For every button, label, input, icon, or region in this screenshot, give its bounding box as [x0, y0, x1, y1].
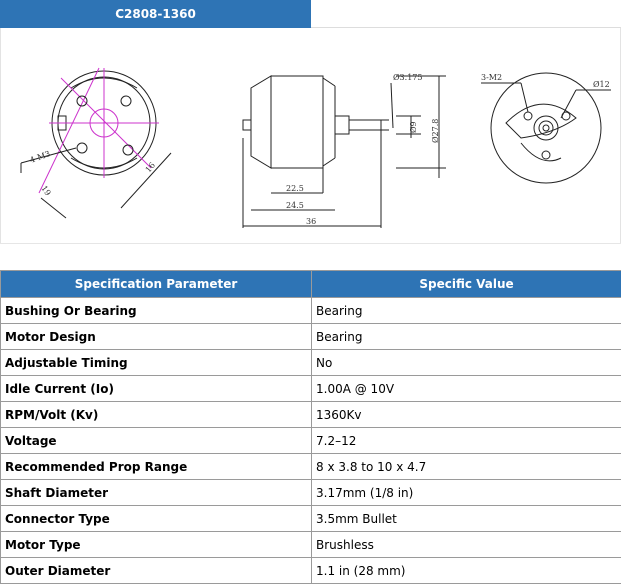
row-value: Brushless: [312, 532, 621, 558]
row-param: Bushing Or Bearing: [1, 298, 312, 324]
side-label-36: 36: [306, 217, 316, 226]
row-param: Connector Type: [1, 506, 312, 532]
row-value: 3.5mm Bullet: [312, 506, 621, 532]
front-label-19: 19: [39, 184, 52, 198]
front-view: [21, 68, 171, 218]
row-param: Motor Type: [1, 532, 312, 558]
row-param: Adjustable Timing: [1, 350, 312, 376]
table-row: Idle Current (Io)1.00A @ 10V: [1, 376, 621, 402]
row-value: 1.00A @ 10V: [312, 376, 621, 402]
section-gap: [0, 243, 621, 270]
side-label-24: 24.5: [286, 201, 304, 210]
column-header-parameter: Specification Parameter: [1, 271, 312, 298]
row-param: Shaft Diameter: [1, 480, 312, 506]
table-row: RPM/Volt (Kv)1360Kv: [1, 402, 621, 428]
row-value: 1360Kv: [312, 402, 621, 428]
row-value: 1.1 in (28 mm): [312, 558, 621, 584]
side-label-shaft: Ø3.175: [393, 73, 422, 82]
motor-drawing-svg: 4-M3 19 16: [1, 28, 621, 243]
row-param: Idle Current (Io): [1, 376, 312, 402]
row-param: Voltage: [1, 428, 312, 454]
side-view: [243, 76, 446, 228]
side-label-22: 22.5: [286, 184, 304, 193]
title-bar: C2808-1360: [0, 0, 311, 28]
side-label-d9: Ø9: [409, 121, 418, 133]
title-bar-spacer: [311, 0, 621, 28]
row-value: No: [312, 350, 621, 376]
column-header-value: Specific Value: [312, 271, 621, 298]
row-param: Motor Design: [1, 324, 312, 350]
row-param: Outer Diameter: [1, 558, 312, 584]
rear-label-d12: Ø12: [593, 80, 610, 89]
row-value: 7.2–12: [312, 428, 621, 454]
front-label-mount: 4-M3: [29, 149, 52, 165]
row-value: Bearing: [312, 298, 621, 324]
row-value: 3.17mm (1/8 in): [312, 480, 621, 506]
motor-drawing: 4-M3 19 16: [0, 28, 621, 243]
spec-table-header-row: Specification Parameter Specific Value: [1, 271, 621, 298]
row-param: RPM/Volt (Kv): [1, 402, 312, 428]
rear-label-mount: 3-M2: [481, 73, 502, 82]
side-label-d27: Ø27.8: [431, 119, 440, 143]
spec-table: Specification Parameter Specific Value B…: [0, 270, 621, 584]
rear-view: [481, 73, 611, 183]
product-title: C2808-1360: [0, 0, 311, 28]
row-value: 8 x 3.8 to 10 x 4.7: [312, 454, 621, 480]
row-value: Bearing: [312, 324, 621, 350]
row-param: Recommended Prop Range: [1, 454, 312, 480]
